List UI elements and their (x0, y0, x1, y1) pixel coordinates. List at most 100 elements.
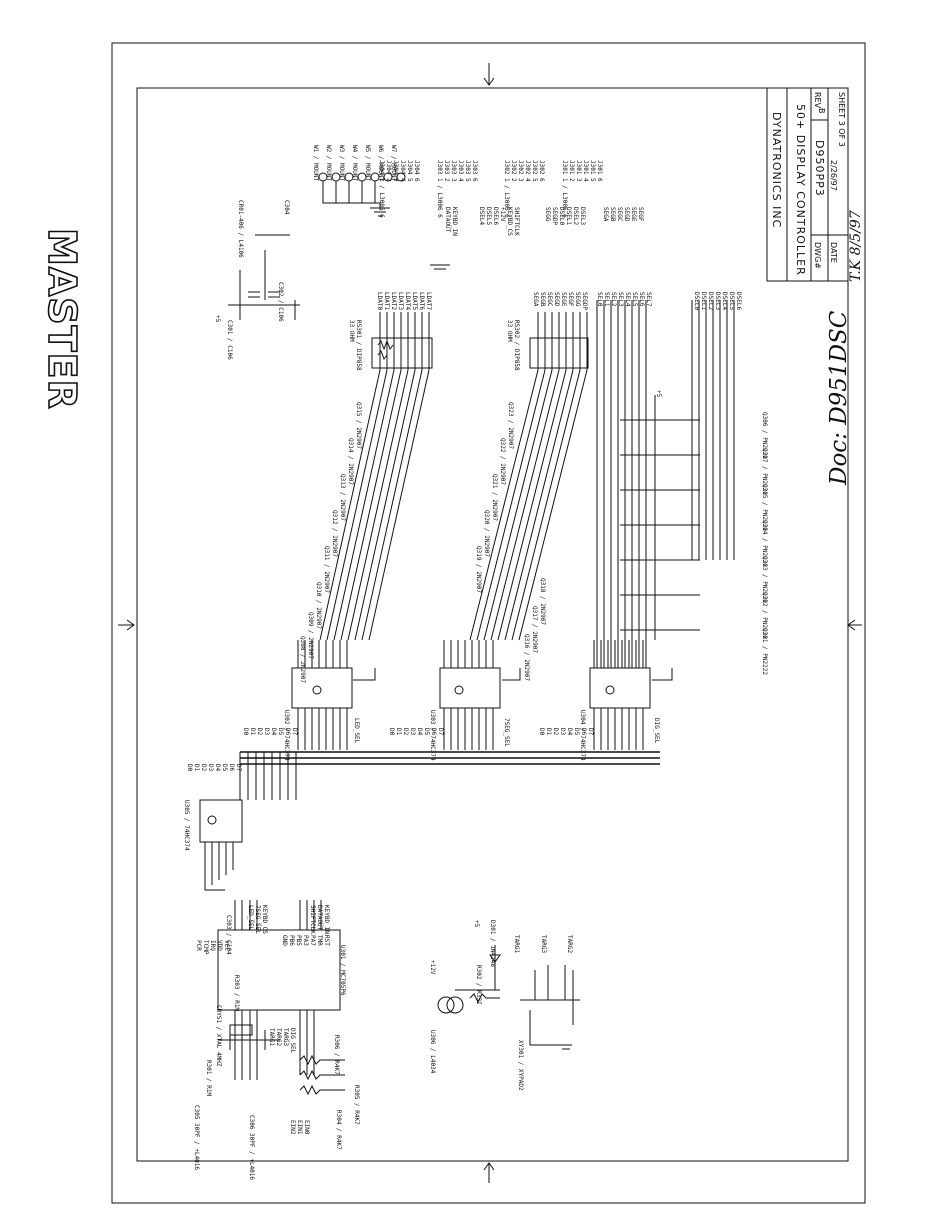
q319-label: Q319 / 2N2907 (475, 546, 482, 593)
cap-c305: C305 30PF / +L4016 (193, 1105, 200, 1171)
regulator-label: U306 / L4034 (429, 1030, 436, 1074)
cap-c304: C304 (283, 200, 290, 215)
title-dwg-label: DWG# (813, 242, 822, 269)
mcu-label: U301 / MC705P6 (339, 945, 346, 996)
cap-c302: C302 / C106 (277, 282, 284, 322)
u304-label: U304 / 74HC374 (579, 710, 586, 761)
u304-sel: DIG_SEL (653, 718, 660, 744)
q312-label: Q312 / 2N2907 (331, 510, 338, 557)
cap-c303: C303 / C104 (225, 915, 232, 955)
supply-c: +5 (655, 390, 662, 398)
rs301-pack (371, 312, 433, 370)
q317-label: Q317 / 2N2907 (531, 606, 538, 653)
cap-cr01: CR01-406 / L4106 (237, 200, 244, 258)
u305-box (199, 799, 243, 843)
u302-box (291, 667, 353, 709)
outer-frame (111, 42, 866, 1204)
resistor-r301: R301 / R1M (205, 1060, 212, 1097)
q320-label: Q320 / 2N2907 (483, 510, 490, 557)
q311-label: Q311 / 2N2907 (323, 546, 330, 593)
u302-label: U302 / 74HC374 (283, 710, 290, 761)
u303-label: U303 / 74HC374 (429, 710, 436, 761)
q314-label: Q314 / 2N2907 (347, 438, 354, 485)
q316-label: Q316 / 2N2907 (523, 634, 530, 681)
mount-w5: W5 / MOUNT (364, 145, 371, 182)
resistor-r302: R302 / R33I (475, 965, 482, 1005)
u305-label: U305 / 74HC374 (183, 800, 190, 851)
q321-label: Q321 / 2N2907 (491, 474, 498, 521)
resistor-r305: R305 / R4K7 (353, 1085, 360, 1125)
title-sheet: SHEET 3 OF 3 (837, 92, 846, 147)
supply-top: +5 (214, 315, 221, 323)
mount-w3: W3 / MOUNT (338, 145, 345, 182)
resistor-r304: R304 / R4K7 (335, 1110, 342, 1150)
q309-label: Q309 / 2N2907 (307, 612, 314, 659)
u304-box (589, 667, 651, 709)
master-label: MASTER (39, 227, 85, 410)
rs302-pack (529, 312, 589, 370)
mount-holes (318, 172, 406, 210)
signoff-note: T.K 8/5/97 (848, 210, 864, 282)
data-bus (240, 751, 660, 765)
q313-label: Q313 / 2N2907 (339, 474, 346, 521)
q301-label: Q301 / PN2222 (761, 628, 768, 675)
title-date: 2/26/97 (829, 160, 838, 191)
targ3-label: TARG3 (540, 935, 547, 954)
resistor-r306: R306 / R4K7 (333, 1035, 340, 1075)
xtal2-label: XY301 / XYPAD2 (517, 1040, 524, 1091)
title-rev-label: REV (813, 92, 822, 109)
diode-label: D301 / 1N4148 (489, 920, 496, 967)
mcu-box (217, 929, 341, 1011)
u303-sel: 7SEG_SEL (503, 718, 510, 747)
crystal-label: CRYS1 / XTAL 4MHZ (215, 1005, 222, 1067)
targ2-label: TARG2 (566, 935, 573, 954)
u303-box (439, 667, 501, 709)
title-block-frame (766, 87, 849, 282)
resistor-r303: R303 / R1M (233, 975, 240, 1012)
q308-label: Q308 / 2N2907 (299, 636, 306, 683)
supply-diode: +5 (473, 920, 480, 928)
cap-c301: C301 / C106 (226, 320, 233, 360)
q310-label: Q310 / 2N2907 (315, 582, 322, 629)
cap-c306: C306 30PF / +L4016 (248, 1115, 255, 1181)
title-rev: B (817, 108, 826, 114)
title-company: DYNATRONICS INC (770, 112, 783, 229)
title-dwg-no: D950PP3 (813, 140, 826, 197)
regulator-vin: +12V (429, 960, 436, 975)
q322-label: Q322 / 2N2907 (499, 438, 506, 485)
targ1-label: TARG1 (513, 935, 520, 954)
mount-w1: W1 / MOUNT (312, 145, 319, 182)
master-stamp: MASTER (38, 227, 86, 410)
q315-label: Q315 / 2N2907 (355, 402, 362, 449)
title-name: 50+ DISPLAY CONTROLLER (794, 104, 807, 276)
doc-note: Doc: D951DSC (826, 310, 852, 485)
mount-w2: W2 / MOUNT (325, 145, 332, 182)
u302-sel: LED_SEL (353, 718, 360, 744)
mount-w4: W4 / MOUNT (351, 145, 358, 182)
q323-label: Q323 / 2N2907 (507, 402, 514, 449)
q318-label: Q318 / 2N2907 (539, 578, 546, 625)
title-date-label: DATE (829, 242, 838, 263)
